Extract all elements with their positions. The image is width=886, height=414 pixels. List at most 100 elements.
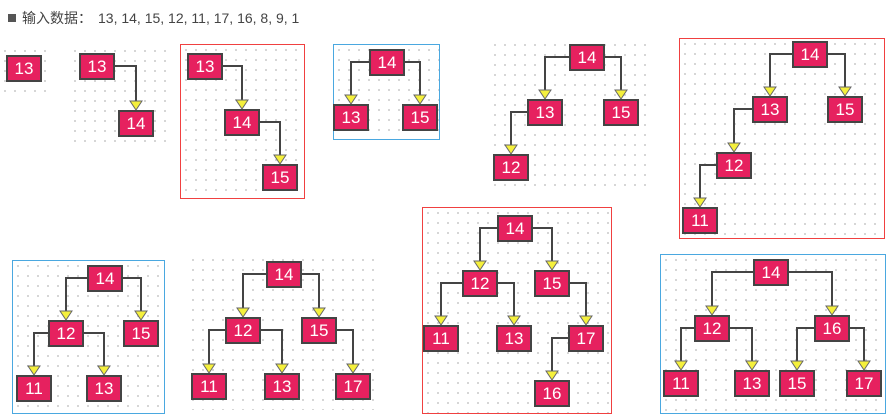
edge-line [850,327,865,361]
tree-node: 14 [87,265,123,292]
tree-node: 14 [569,44,605,71]
arrow-head-icon [434,315,448,326]
edge-line [208,329,225,364]
arrow-head-icon [745,360,759,371]
arrow-head-icon [538,89,552,100]
edge-line [223,65,243,100]
edge-line [570,282,587,316]
arrow-head-icon [413,94,427,105]
tree-node: 14 [266,261,302,288]
tree-node: 14 [224,109,260,136]
arrow-head-icon [134,310,148,321]
tree-node: 14 [753,259,789,286]
edge-line [302,273,320,308]
tree-node: 12 [462,270,498,297]
tree-node: 11 [423,325,459,352]
edge-line [551,337,568,371]
arrow-head-icon [545,370,559,381]
arrow-head-icon [236,307,250,318]
arrow-head-icon [59,310,73,321]
tree-node: 15 [123,320,159,347]
tree-node: 11 [16,375,52,402]
edge-line [605,56,622,90]
caption-label: 输入数据： [22,10,92,26]
bullet-icon [8,14,16,22]
tree-node: 15 [827,96,863,123]
arrow-head-icon [825,305,839,316]
tree-step-6 [679,38,885,239]
tree-node: 12 [694,315,730,342]
arrow-head-icon [129,100,143,111]
tree-node: 15 [402,104,438,131]
edge-line [498,282,515,316]
tree-node: 16 [534,380,570,407]
arrow-head-icon [727,142,741,153]
edge-line [789,271,833,306]
edge-line [479,227,497,261]
edge-line [405,61,421,95]
arrow-head-icon [473,260,487,271]
arrow-head-icon [273,154,287,165]
arrow-head-icon [346,363,360,374]
tree-node: 14 [118,110,154,137]
arrow-head-icon [275,363,289,374]
caption-values: 13, 14, 15, 12, 11, 17, 16, 8, 9, 1 [98,10,300,26]
edge-line [680,327,694,361]
arrow-head-icon [579,315,593,326]
tree-node: 13 [79,53,115,80]
arrow-head-icon [857,360,871,371]
edge-line [242,273,266,308]
input-data-caption: 输入数据： 13, 14, 15, 12, 11, 17, 16, 8, 9, … [8,8,299,28]
tree-node: 14 [497,215,533,242]
edge-line [711,271,753,306]
arrow-head-icon [705,305,719,316]
arrow-head-icon [614,89,628,100]
arrow-head-icon [838,86,852,97]
arrow-head-icon [235,99,249,110]
edge-line [544,56,569,90]
edge-line [533,227,553,261]
tree-node: 13 [6,55,42,82]
edge-line [84,332,105,366]
tree-node: 13 [734,370,770,397]
tree-node: 16 [814,315,850,342]
tree-node: 12 [493,154,529,181]
edge-line [33,332,48,366]
tree-node: 15 [534,270,570,297]
tree-node: 15 [779,370,815,397]
arrow-head-icon [344,94,358,105]
edge-line [828,53,846,87]
edge-line [699,164,716,198]
tree-node: 15 [603,99,639,126]
tree-node: 15 [301,317,337,344]
tree-node: 13 [496,325,532,352]
tree-node: 13 [333,104,369,131]
arrow-head-icon [97,365,111,376]
tree-node: 13 [86,375,122,402]
arrow-head-icon [790,360,804,371]
edge-line [510,111,527,145]
tree-node: 11 [682,207,718,234]
arrow-head-icon [507,315,521,326]
edge-line [733,108,752,143]
arrow-head-icon [312,307,326,318]
tree-node: 13 [264,373,300,400]
tree-node: 15 [262,164,298,191]
tree-node: 17 [846,370,882,397]
edge-line [730,327,753,361]
arrow-head-icon [27,365,41,376]
tree-node: 17 [335,373,371,400]
edge-line [796,327,814,361]
arrow-head-icon [763,86,777,97]
edge-line [115,65,137,101]
edge-line [440,282,462,316]
edge-line [65,277,87,311]
tree-node: 11 [663,370,699,397]
edge-line [769,53,792,87]
tree-node: 17 [568,325,604,352]
tree-node: 12 [48,320,84,347]
tree-node: 12 [716,152,752,179]
tree-node: 13 [527,99,563,126]
edge-line [337,329,354,364]
